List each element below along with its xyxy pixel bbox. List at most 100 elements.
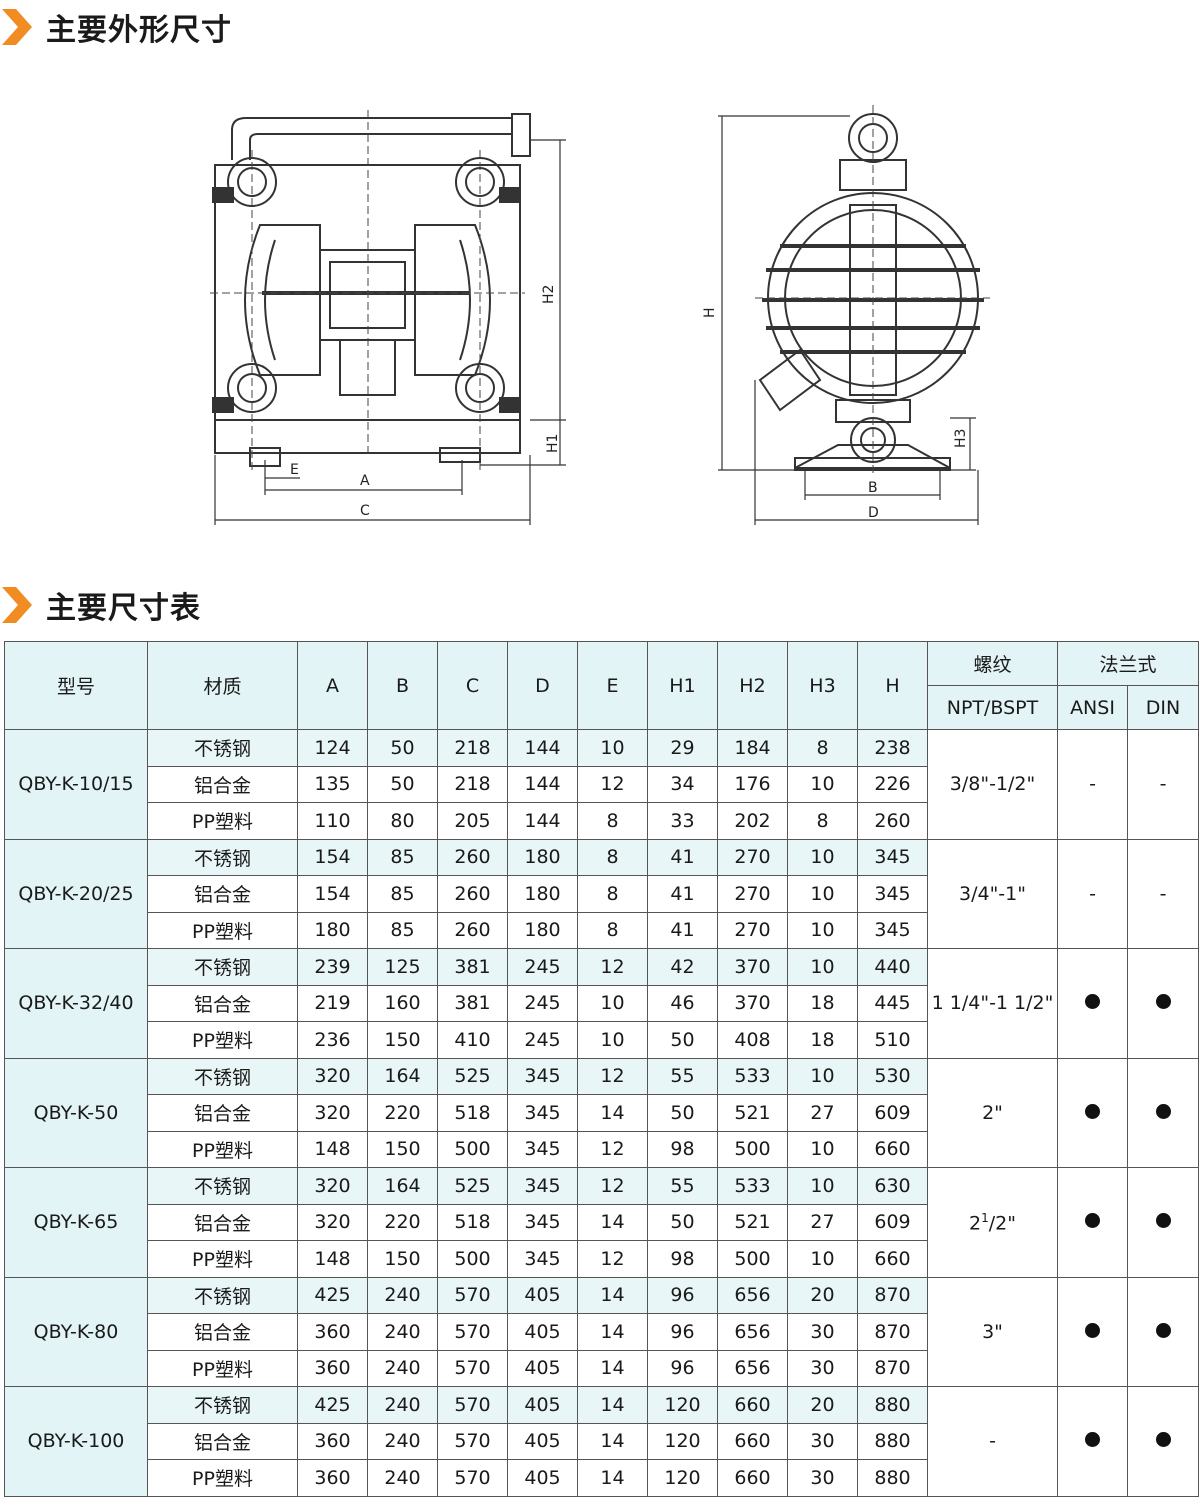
- dim-b-cell: 150: [367, 1021, 438, 1059]
- label-h: H: [702, 307, 718, 318]
- dim-a-cell: 425: [297, 1386, 368, 1424]
- dim-a-cell: 425: [297, 1276, 368, 1314]
- dim-h-cell: 345: [857, 911, 928, 949]
- dim-a-cell: 239: [297, 948, 368, 986]
- dim-a-cell: 320: [297, 1057, 368, 1095]
- flange-din-cell: [1126, 1276, 1200, 1387]
- dim-h3-cell: 10: [787, 1167, 858, 1205]
- material-cell: PP塑料: [147, 802, 298, 840]
- table-title: 主要尺寸表: [46, 591, 201, 626]
- dim-h1-cell: 55: [647, 1167, 718, 1205]
- dim-h2-cell: 408: [717, 1021, 788, 1059]
- header-flange-din: DIN: [1126, 685, 1200, 730]
- header-material: 材质: [147, 641, 298, 730]
- dim-h1-cell: 50: [647, 1203, 718, 1241]
- dim-d-cell: 180: [507, 838, 578, 876]
- dim-a-cell: 148: [297, 1240, 368, 1278]
- header-thread-group: 螺纹: [927, 641, 1058, 686]
- dimensions-heading: 主要外形尺寸: [0, 2, 232, 52]
- dim-h2-cell: 270: [717, 875, 788, 913]
- dim-c-cell: 570: [437, 1422, 508, 1460]
- dim-h-cell: 630: [857, 1167, 928, 1205]
- thread-cell: 3/4"-1": [927, 838, 1058, 949]
- dim-b-cell: 85: [367, 911, 438, 949]
- thread-cell: -: [927, 1386, 1058, 1497]
- header-flange-group: 法兰式: [1056, 641, 1200, 686]
- dim-c-cell: 218: [437, 765, 508, 803]
- dim-c-cell: 570: [437, 1386, 508, 1424]
- dim-h1-cell: 41: [647, 911, 718, 949]
- dim-c-cell: 525: [437, 1057, 508, 1095]
- dim-h3-cell: 20: [787, 1386, 858, 1424]
- front-view-drawing: [212, 113, 531, 467]
- dim-c-cell: 381: [437, 984, 508, 1022]
- dim-h2-cell: 656: [717, 1313, 788, 1351]
- dim-h3-cell: 18: [787, 1021, 858, 1059]
- dim-h-cell: 445: [857, 984, 928, 1022]
- dim-h-cell: 880: [857, 1459, 928, 1497]
- dim-h2-cell: 521: [717, 1094, 788, 1132]
- dim-h-cell: 880: [857, 1422, 928, 1460]
- dimension-drawings: H2 H1 E A C H H3 B: [210, 105, 990, 525]
- dim-b-cell: 80: [367, 802, 438, 840]
- thread-cell: 3/8"-1/2": [927, 729, 1058, 840]
- dim-e-cell: 8: [577, 838, 648, 876]
- dim-h2-cell: 660: [717, 1386, 788, 1424]
- dim-b-cell: 50: [367, 765, 438, 803]
- dim-b-cell: 160: [367, 984, 438, 1022]
- material-cell: 铝合金: [147, 1422, 298, 1460]
- material-cell: 不锈钢: [147, 948, 298, 986]
- label-e: E: [290, 462, 299, 478]
- dim-h-cell: 880: [857, 1386, 928, 1424]
- dim-h2-cell: 533: [717, 1057, 788, 1095]
- dim-h1-cell: 34: [647, 765, 718, 803]
- dim-b-cell: 50: [367, 729, 438, 767]
- dim-e-cell: 12: [577, 765, 648, 803]
- dim-h2-cell: 370: [717, 984, 788, 1022]
- dim-h1-cell: 98: [647, 1130, 718, 1168]
- dim-h-cell: 870: [857, 1349, 928, 1387]
- dimensions-title: 主要外形尺寸: [46, 13, 232, 48]
- flange-din-cell: [1126, 948, 1200, 1059]
- label-d: D: [868, 505, 879, 521]
- bullet-icon: [1155, 1213, 1171, 1229]
- dim-b-cell: 240: [367, 1459, 438, 1497]
- dim-h-cell: 238: [857, 729, 928, 767]
- thread-cell: 3": [927, 1276, 1058, 1387]
- header-dim-e: E: [577, 641, 648, 730]
- dim-h2-cell: 500: [717, 1130, 788, 1168]
- flange-ansi-cell: [1057, 1276, 1128, 1387]
- dim-e-cell: 8: [577, 875, 648, 913]
- dim-b-cell: 150: [367, 1130, 438, 1168]
- bullet-icon: [1155, 1432, 1171, 1448]
- dim-c-cell: 260: [437, 838, 508, 876]
- dim-h3-cell: 10: [787, 911, 858, 949]
- dim-h2-cell: 660: [717, 1422, 788, 1460]
- dim-e-cell: 14: [577, 1386, 648, 1424]
- label-h2: H2: [541, 285, 557, 304]
- dim-h2-cell: 521: [717, 1203, 788, 1241]
- dim-h-cell: 660: [857, 1240, 928, 1278]
- dim-e-cell: 12: [577, 1057, 648, 1095]
- material-cell: 铝合金: [147, 984, 298, 1022]
- material-cell: PP塑料: [147, 1021, 298, 1059]
- dim-c-cell: 570: [437, 1459, 508, 1497]
- dim-a-cell: 320: [297, 1203, 368, 1241]
- dim-h3-cell: 18: [787, 984, 858, 1022]
- dim-e-cell: 10: [577, 1021, 648, 1059]
- dim-h1-cell: 42: [647, 948, 718, 986]
- dim-h-cell: 609: [857, 1094, 928, 1132]
- material-cell: PP塑料: [147, 911, 298, 949]
- dim-a-cell: 360: [297, 1459, 368, 1497]
- dim-h1-cell: 46: [647, 984, 718, 1022]
- flange-ansi-cell: -: [1057, 838, 1128, 949]
- dim-e-cell: 14: [577, 1422, 648, 1460]
- dim-c-cell: 570: [437, 1276, 508, 1314]
